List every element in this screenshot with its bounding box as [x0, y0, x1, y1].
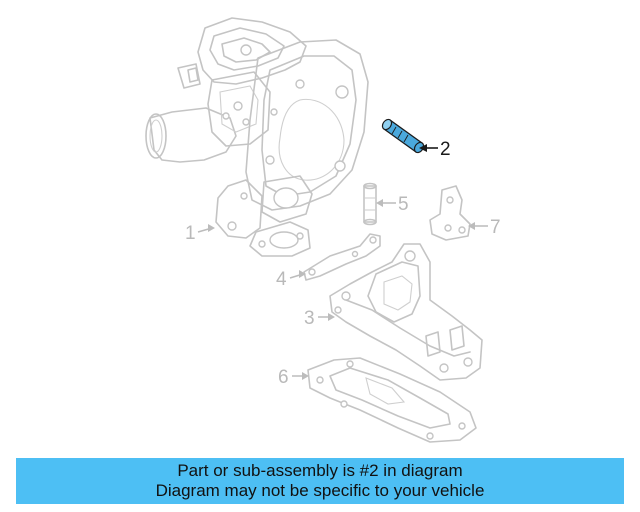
callout-2-label: 2 — [440, 139, 451, 160]
callout-1: 1 — [185, 223, 215, 244]
callout-3-label: 3 — [304, 308, 315, 329]
part-6-gasket-plate[interactable] — [307, 357, 477, 443]
callout-7: 7 — [468, 217, 501, 238]
part-7-bracket[interactable] — [429, 185, 471, 241]
callout-7-label: 7 — [490, 217, 501, 238]
banner-line-2: Diagram may not be specific to your vehi… — [155, 481, 485, 500]
banner-line-1: Part or sub-assembly is #2 in diagram — [177, 461, 463, 480]
callout-4-label: 4 — [276, 269, 287, 290]
part-5-sleeve[interactable] — [363, 182, 377, 226]
callout-5: 5 — [376, 194, 409, 215]
part-1-turbocharger[interactable] — [145, 17, 369, 257]
callout-4: 4 — [276, 269, 306, 290]
part-3-housing[interactable] — [329, 243, 483, 381]
callout-3: 3 — [304, 308, 335, 329]
callout-6: 6 — [278, 367, 309, 388]
callout-2: 2 — [419, 139, 451, 160]
part-2-stud[interactable] — [381, 118, 426, 155]
exploded-parts-diagram: 1 2 3 4 5 6 7 — [145, 17, 501, 443]
callout-1-label: 1 — [185, 223, 196, 244]
callout-6-label: 6 — [278, 367, 289, 388]
callout-5-label: 5 — [398, 194, 409, 215]
part-4-gasket[interactable] — [303, 233, 381, 281]
info-banner: Part or sub-assembly is #2 in diagram Di… — [16, 458, 624, 504]
